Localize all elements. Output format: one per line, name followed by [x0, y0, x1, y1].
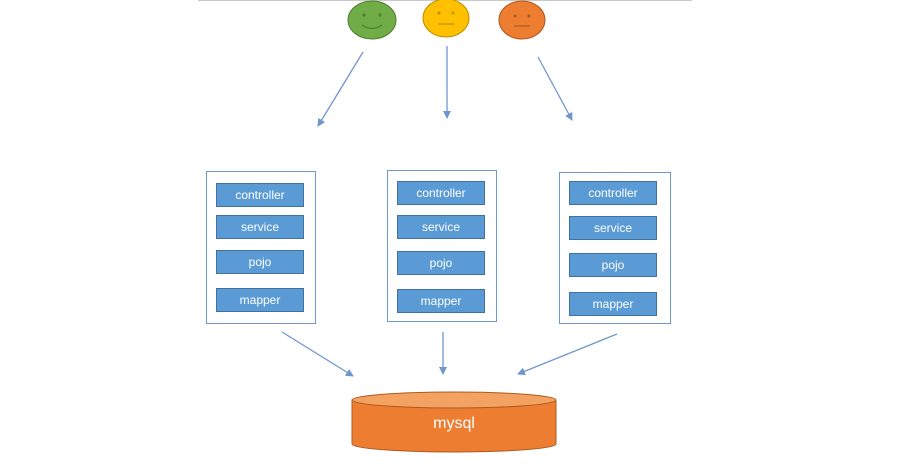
arrow-server1-to-db	[281, 331, 354, 377]
layer-pojo: pojo	[569, 253, 657, 277]
arrow-user3-to-server3	[537, 56, 573, 121]
layer-service: service	[216, 215, 304, 239]
server-instance-2: controller service pojo mapper	[387, 170, 497, 322]
layer-controller: controller	[216, 183, 304, 207]
user-2-smiley-icon	[422, 0, 470, 38]
server-instance-3: controller service pojo mapper	[559, 172, 671, 324]
layer-mapper: mapper	[569, 292, 657, 316]
layer-service: service	[397, 215, 485, 239]
layer-pojo: pojo	[216, 250, 304, 274]
server-instance-1: controller service pojo mapper	[206, 171, 316, 324]
layer-pojo: pojo	[397, 251, 485, 275]
users-group	[347, 0, 546, 40]
layer-mapper: mapper	[216, 288, 304, 312]
user-1-smiley-icon	[347, 0, 397, 40]
layer-service: service	[569, 216, 657, 240]
database-label: mysql	[433, 415, 475, 432]
layer-mapper: mapper	[397, 289, 485, 313]
user-3-smiley-icon	[498, 0, 546, 40]
layer-controller: controller	[569, 181, 657, 205]
arrow-user1-to-server1	[317, 51, 364, 127]
arrow-server3-to-db	[517, 333, 618, 376]
layer-controller: controller	[397, 181, 485, 205]
